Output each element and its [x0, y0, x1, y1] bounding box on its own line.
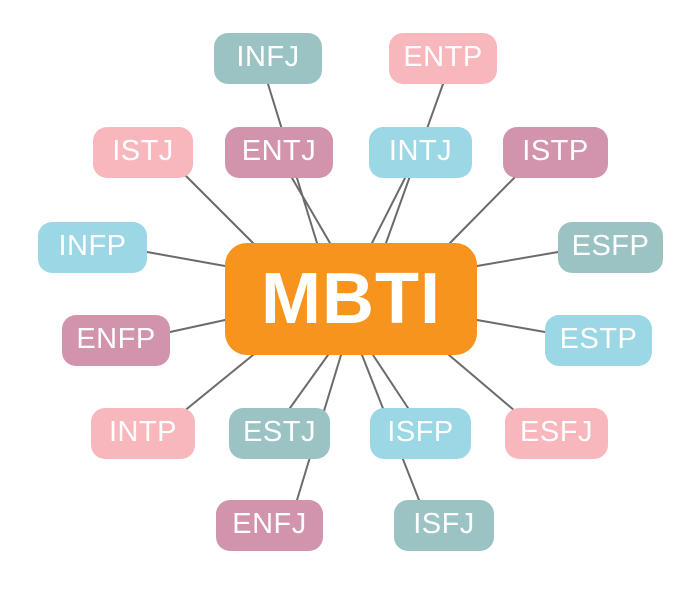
- node-enfj[interactable]: ENFJ: [216, 500, 323, 551]
- connector-line-esfp: [476, 251, 559, 267]
- node-istp[interactable]: ISTP: [503, 127, 608, 178]
- node-intp[interactable]: INTP: [91, 408, 195, 459]
- node-infj[interactable]: INFJ: [214, 33, 322, 84]
- node-enfp[interactable]: ENFP: [62, 315, 170, 366]
- node-estp[interactable]: ESTP: [545, 315, 652, 366]
- connector-line-enfp: [169, 319, 226, 333]
- center-node-mbti[interactable]: MBTI: [225, 243, 477, 355]
- node-estj[interactable]: ESTJ: [229, 408, 330, 459]
- node-isfp[interactable]: ISFP: [370, 408, 471, 459]
- connector-line-isfp: [372, 354, 409, 409]
- node-istj[interactable]: ISTJ: [93, 127, 193, 178]
- node-entp[interactable]: ENTP: [389, 33, 497, 84]
- node-intj[interactable]: INTJ: [369, 127, 472, 178]
- connector-line-estj: [289, 354, 329, 409]
- node-infp[interactable]: INFP: [38, 222, 147, 273]
- connector-line-estp: [476, 319, 546, 333]
- connector-line-infp: [146, 251, 226, 267]
- node-esfj[interactable]: ESFJ: [505, 408, 608, 459]
- node-esfp[interactable]: ESFP: [558, 222, 663, 273]
- connector-line-esfj: [448, 354, 516, 412]
- connector-line-istp: [449, 175, 517, 244]
- node-entj[interactable]: ENTJ: [225, 127, 333, 178]
- node-isfj[interactable]: ISFJ: [394, 500, 494, 551]
- connector-line-entj: [291, 177, 331, 244]
- connector-line-intj: [371, 177, 406, 244]
- connector-line-istj: [185, 175, 254, 244]
- connector-line-intp: [182, 354, 254, 413]
